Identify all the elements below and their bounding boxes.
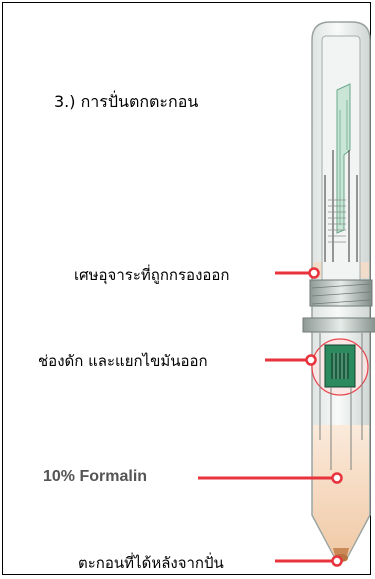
label-formalin: 10% Formalin [43, 468, 148, 485]
pointer-chamber [265, 354, 317, 366]
tube-collar [302, 279, 375, 333]
label-debris: เศษอุจาระที่ถูกกรองออก [74, 266, 230, 284]
step-title: 3.) การปั่นตกตะกอน [54, 92, 199, 111]
formalin-liquid [313, 425, 369, 559]
pointer-sediment [275, 555, 343, 567]
label-sediment: ตะกอนที่ได้หลังจากปั่น [78, 554, 224, 572]
pointer-debris [275, 267, 320, 279]
fat-trap-chamber [311, 333, 369, 470]
label-fat-trap: ช่องดัก และแยกไขมันออก [38, 352, 208, 370]
filter-insert [321, 35, 361, 287]
pointer-formalin [198, 472, 343, 484]
